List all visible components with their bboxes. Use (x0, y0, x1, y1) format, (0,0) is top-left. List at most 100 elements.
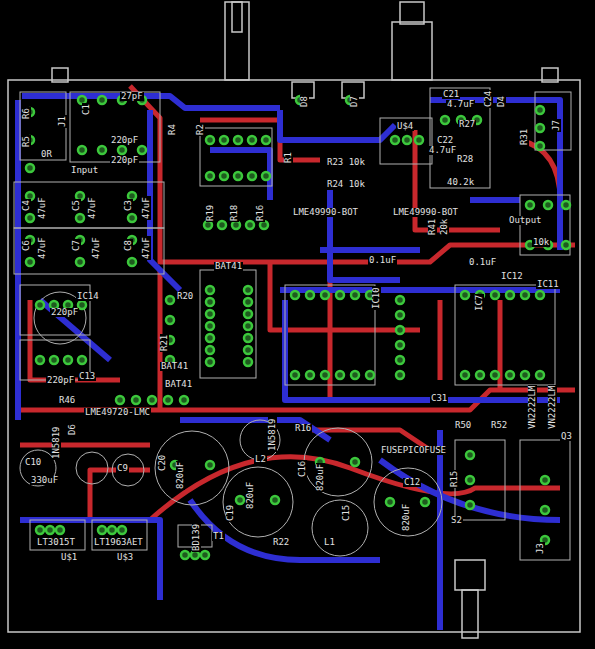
solder-pad (421, 498, 429, 506)
solder-pad (562, 241, 570, 249)
part-label: 0R (40, 150, 53, 159)
solder-pad (164, 396, 172, 404)
part-label: R2 (196, 123, 205, 136)
solder-pad (321, 291, 329, 299)
part-label: C24 (484, 90, 493, 108)
solder-pad (220, 172, 228, 180)
solder-pad (536, 124, 544, 132)
part-label: R22 (272, 538, 290, 547)
solder-pad (78, 356, 86, 364)
solder-pad (403, 136, 411, 144)
part-label: 4.7uF (446, 100, 475, 109)
solder-pad (491, 371, 499, 379)
solder-pad (46, 526, 54, 534)
part-label: 820uF (316, 463, 325, 492)
solder-pad (232, 221, 240, 229)
part-label: VN2222LM (528, 385, 537, 430)
solder-pad (248, 172, 256, 180)
solder-pad (466, 451, 474, 459)
part-label: Input (70, 166, 99, 175)
solder-pad (206, 136, 214, 144)
part-label: C12 (403, 478, 421, 487)
part-label: D8 (300, 95, 309, 108)
solder-pad (26, 164, 34, 172)
part-label: LME49990-BOT (292, 208, 359, 217)
part-label: 40.2k (446, 178, 475, 187)
solder-pad (466, 476, 474, 484)
part-label: R24 10k (326, 180, 366, 189)
solder-pad (544, 201, 552, 209)
part-label: C22 (436, 136, 454, 145)
part-label: Output (508, 216, 543, 225)
part-label: 220pF (110, 136, 139, 145)
solder-pad (166, 316, 174, 324)
part-label: 47uF (142, 236, 151, 260)
solder-pad (244, 286, 252, 294)
part-label: BAT41 (214, 262, 243, 271)
solder-pad (206, 322, 214, 330)
solder-pad (116, 396, 124, 404)
part-label: J7 (552, 119, 561, 132)
solder-pad (78, 146, 86, 154)
solder-pad (244, 310, 252, 318)
solder-pad (246, 221, 254, 229)
solder-pad (396, 341, 404, 349)
solder-pad (541, 476, 549, 484)
part-label: IC7 (475, 294, 484, 312)
solder-pad (206, 286, 214, 294)
solder-pad (536, 106, 544, 114)
part-label: VN2222LM (548, 385, 557, 430)
part-label: 820uF (176, 461, 185, 490)
mechanical-parts (8, 2, 580, 638)
solder-pad (206, 298, 214, 306)
part-label: C10 (24, 458, 42, 467)
solder-pad (260, 221, 268, 229)
solder-pad (396, 356, 404, 364)
solder-pad (476, 371, 484, 379)
solder-pad (206, 334, 214, 342)
solder-pad (36, 526, 44, 534)
solder-pad (562, 201, 570, 209)
solder-pad (64, 356, 72, 364)
solder-pad (128, 214, 136, 222)
part-label: LME49990-BOT (392, 208, 459, 217)
solder-pads (26, 96, 570, 559)
blue-traces (18, 96, 560, 630)
part-label: R1 (284, 151, 293, 164)
part-label: R6 (22, 107, 31, 120)
solder-pad (386, 498, 394, 506)
part-label: 220pF (110, 156, 139, 165)
solder-pad (391, 136, 399, 144)
part-label: D4 (497, 95, 506, 108)
solder-pad (526, 201, 534, 209)
solder-pad (148, 396, 156, 404)
solder-pad (521, 371, 529, 379)
part-label: 1N5819 (268, 417, 277, 452)
solder-pad (461, 291, 469, 299)
part-label: LME49720-LMC (84, 408, 151, 417)
solder-pad (536, 142, 544, 150)
solder-pad (206, 346, 214, 354)
solder-pad (262, 136, 270, 144)
solder-pad (244, 298, 252, 306)
solder-pad (536, 371, 544, 379)
part-label: C19 (226, 504, 235, 522)
part-label: 47uF (142, 196, 151, 220)
solder-pad (491, 291, 499, 299)
solder-pad (244, 346, 252, 354)
part-label: 20k (440, 218, 449, 236)
solder-pad (506, 371, 514, 379)
part-label: IC11 (536, 280, 560, 289)
part-label: S2 (450, 516, 463, 525)
part-label: BD139 (192, 523, 201, 552)
part-label: 220pF (46, 376, 75, 385)
solder-pad (366, 371, 374, 379)
part-label: IC14 (76, 292, 100, 301)
solder-pad (128, 258, 136, 266)
solder-pad (76, 214, 84, 222)
part-label: 47uF (38, 236, 47, 260)
part-label: C1 (82, 103, 91, 116)
solder-pad (206, 310, 214, 318)
solder-pad (206, 461, 214, 469)
